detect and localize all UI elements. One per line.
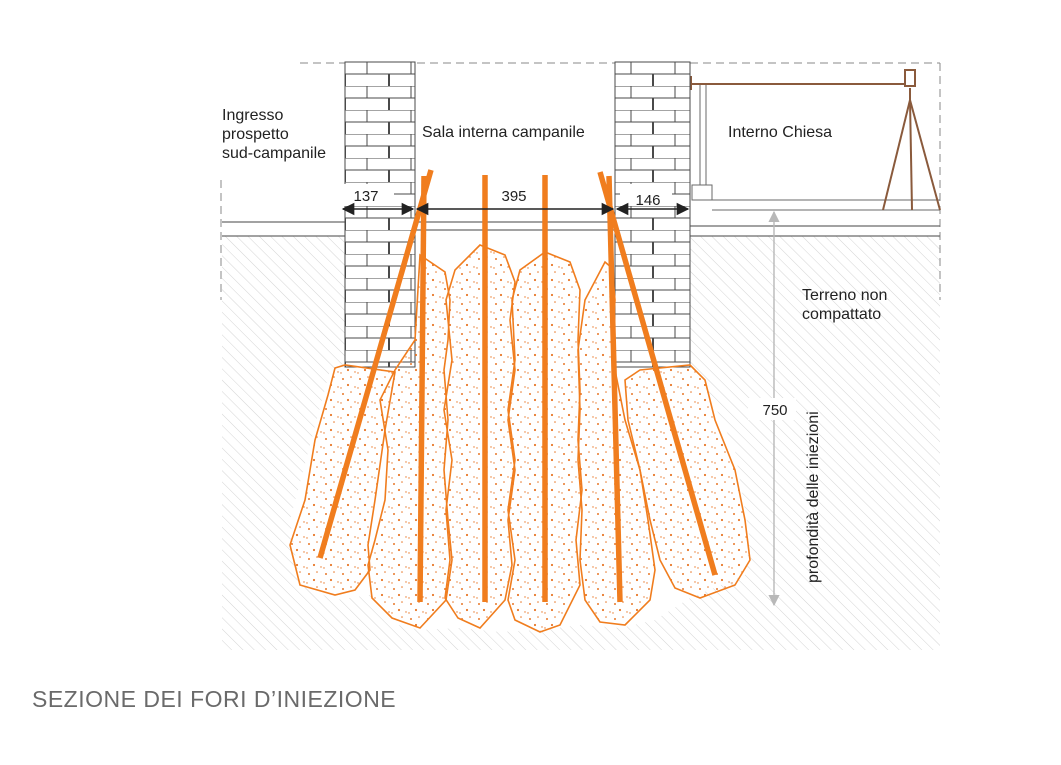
dimension-right-wall: 146 bbox=[635, 192, 660, 209]
label-ingresso: Ingresso prospetto sud-campanile bbox=[222, 107, 326, 162]
soil-ground bbox=[222, 236, 940, 650]
depth-label-bg bbox=[748, 398, 796, 420]
label-terreno: Terreno non compattato bbox=[802, 287, 892, 323]
dimension-interior: 395 bbox=[501, 188, 526, 205]
injection-rods bbox=[317, 169, 718, 603]
dimension-left-wall: 137 bbox=[353, 188, 378, 205]
right-dimension-box bbox=[620, 184, 672, 206]
injection-rod bbox=[606, 175, 623, 603]
church-floor-detail bbox=[690, 83, 940, 211]
left-dimension-box bbox=[338, 184, 394, 206]
dimension-depth: 750 bbox=[762, 402, 787, 419]
right-brick-wall bbox=[614, 61, 691, 368]
ground-surface bbox=[222, 221, 940, 237]
label-sala-interna: Sala interna campanile bbox=[422, 124, 585, 141]
diagram-caption: SEZIONE DEI FORI D’INIEZIONE bbox=[32, 686, 397, 712]
label-interno-chiesa: Interno Chiesa bbox=[728, 124, 832, 141]
label-profondita: profondità delle iniezioni bbox=[805, 411, 822, 583]
left-brick-wall bbox=[344, 61, 416, 368]
injection-rod bbox=[317, 169, 434, 559]
injection-rod bbox=[417, 175, 427, 603]
grout-bulb bbox=[443, 244, 516, 629]
injection-rod bbox=[597, 171, 718, 576]
grout-bulb bbox=[367, 253, 453, 629]
